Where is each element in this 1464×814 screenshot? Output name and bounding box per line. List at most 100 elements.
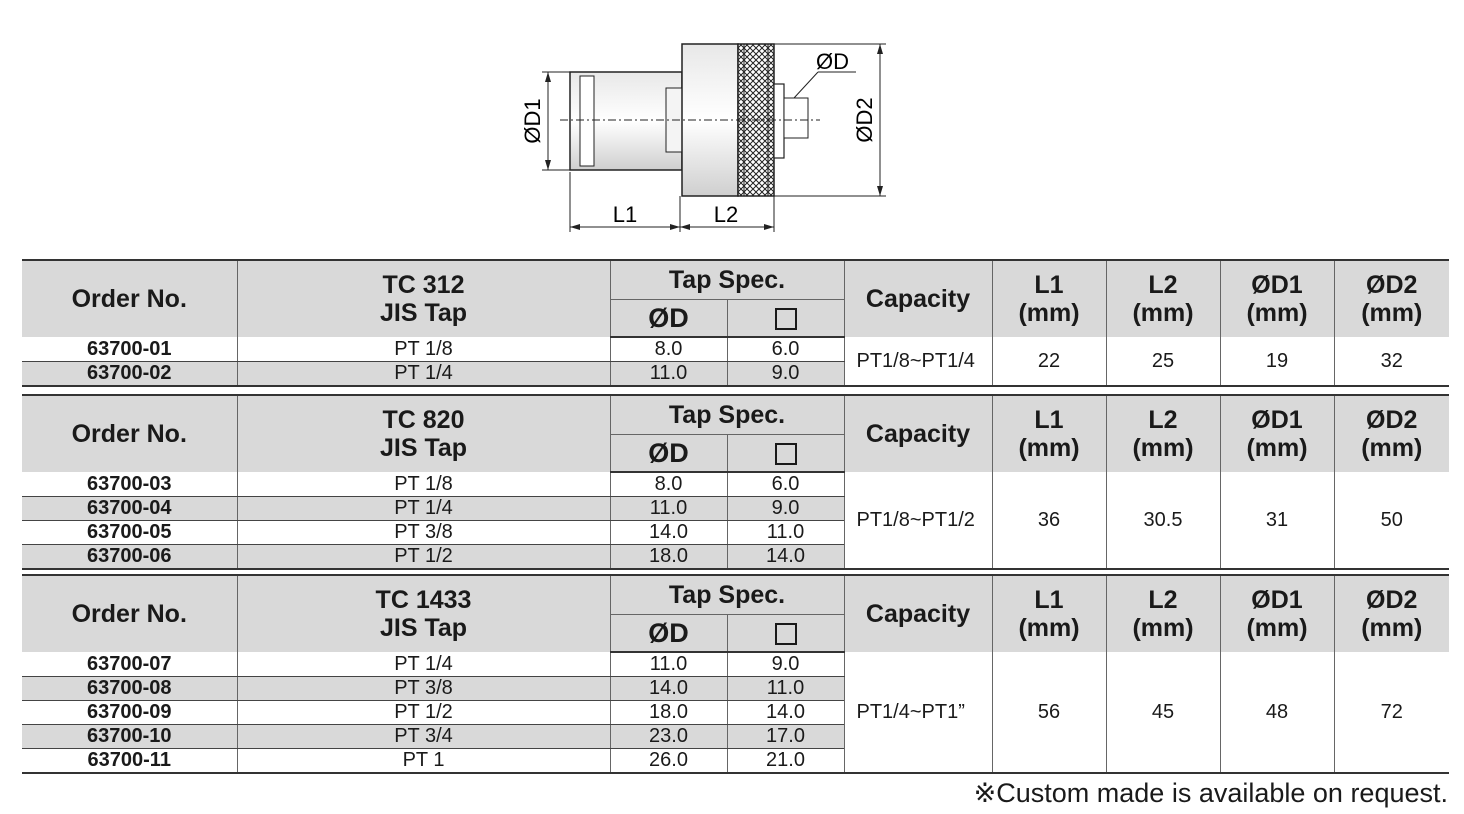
tap-holder-drawing: ØD1 ØD2 ØD L1 L2 xyxy=(520,43,886,232)
l1-value: 56 xyxy=(991,652,1106,774)
table-cell-tap: PT 1/8 xyxy=(236,337,610,362)
d2-label: ØD2 xyxy=(852,97,877,142)
square-header xyxy=(726,434,844,473)
table-cell-square: 6.0 xyxy=(726,472,844,497)
d2-value: 72 xyxy=(1333,652,1449,774)
table-cell-tap: PT 3/8 xyxy=(236,520,610,545)
table-cell-d: 11.0 xyxy=(609,496,727,521)
d2-header: ØD2(mm) xyxy=(1333,259,1449,337)
table-cell-tap: PT 1/2 xyxy=(236,700,610,725)
order-no-header: Order No. xyxy=(22,574,237,652)
tap-spec-header: Tap Spec. xyxy=(609,394,844,435)
d1-header: ØD1(mm) xyxy=(1219,259,1334,337)
order-no-header: Order No. xyxy=(22,259,237,337)
l1-value: 22 xyxy=(991,337,1106,387)
table-cell-square: 11.0 xyxy=(726,676,844,701)
jis-tap-label: JIS Tap xyxy=(379,614,468,642)
model-header: TC 820 JIS Tap xyxy=(236,394,610,472)
spec-table-tc1433: Order No. TC 1433 JIS Tap Tap Spec. Capa… xyxy=(22,574,1449,774)
table-cell-square: 9.0 xyxy=(726,652,844,677)
length-dimensions: L1 L2 xyxy=(569,172,775,232)
l1-label: L1 xyxy=(613,202,637,227)
table-cell-d: 14.0 xyxy=(609,520,727,545)
capacity-value: PT1/8~PT1/2 xyxy=(843,472,992,570)
phi-d-header: ØD xyxy=(609,614,727,653)
d2-dimension: ØD2 xyxy=(740,43,886,197)
square-icon xyxy=(774,443,797,466)
capacity-value: PT1/4~PT1” xyxy=(843,652,992,774)
square-icon xyxy=(774,623,797,646)
spec-table-tc312: Order No. TC 312 JIS Tap Tap Spec. Capac… xyxy=(22,259,1449,387)
l2-label: L2 xyxy=(714,202,738,227)
table-cell-d: 14.0 xyxy=(609,676,727,701)
table-row-order: 63700-07 xyxy=(22,652,237,677)
table-cell-d: 11.0 xyxy=(609,652,727,677)
table-cell-square: 9.0 xyxy=(726,496,844,521)
order-no-header: Order No. xyxy=(22,394,237,472)
d1-dimension: ØD1 xyxy=(520,71,572,171)
table-cell-square: 14.0 xyxy=(726,700,844,725)
table-cell-tap: PT 3/4 xyxy=(236,724,610,749)
table-cell-tap: PT 1/4 xyxy=(236,361,610,387)
table-row-order: 63700-08 xyxy=(22,676,237,701)
phi-d-header: ØD xyxy=(609,434,727,473)
table-cell-square: 11.0 xyxy=(726,520,844,545)
table-row-order: 63700-05 xyxy=(22,520,237,545)
d1-value: 48 xyxy=(1219,652,1334,774)
d2-header: ØD2(mm) xyxy=(1333,394,1449,472)
table-row-order: 63700-02 xyxy=(22,361,237,387)
table-cell-tap: PT 1 xyxy=(236,748,610,774)
capacity-header: Capacity xyxy=(843,259,992,337)
d2-value: 32 xyxy=(1333,337,1449,387)
capacity-header: Capacity xyxy=(843,574,992,652)
d1-header: ØD1(mm) xyxy=(1219,394,1334,472)
capacity-header: Capacity xyxy=(843,394,992,472)
d1-value: 31 xyxy=(1219,472,1334,570)
table-row-order: 63700-01 xyxy=(22,337,237,362)
l1-header: L1(mm) xyxy=(991,574,1106,652)
custom-order-note: ※Custom made is available on request. xyxy=(973,778,1448,808)
shank-body xyxy=(569,71,683,171)
table-cell-d: 18.0 xyxy=(609,544,727,570)
spec-table-tc820: Order No. TC 820 JIS Tap Tap Spec. Capac… xyxy=(22,394,1449,570)
jis-tap-label: JIS Tap xyxy=(379,299,468,327)
model-name: TC 312 xyxy=(382,271,465,299)
l2-header: L2(mm) xyxy=(1105,394,1220,472)
d-dimension: ØD xyxy=(793,49,856,99)
table-cell-square: 14.0 xyxy=(726,544,844,570)
table-row-order: 63700-03 xyxy=(22,472,237,497)
head-body xyxy=(681,43,809,197)
l1-value: 36 xyxy=(991,472,1106,570)
table-cell-d: 8.0 xyxy=(609,337,727,362)
capacity-value: PT1/8~PT1/4 xyxy=(843,337,992,387)
table-cell-tap: PT 1/4 xyxy=(236,496,610,521)
table-cell-d: 26.0 xyxy=(609,748,727,774)
table-cell-tap: PT 1/2 xyxy=(236,544,610,570)
model-name: TC 1433 xyxy=(375,586,472,614)
table-row-order: 63700-10 xyxy=(22,724,237,749)
d1-value: 19 xyxy=(1219,337,1334,387)
table-cell-d: 23.0 xyxy=(609,724,727,749)
table-cell-square: 9.0 xyxy=(726,361,844,387)
table-cell-d: 8.0 xyxy=(609,472,727,497)
table-row-order: 63700-04 xyxy=(22,496,237,521)
table-cell-d: 18.0 xyxy=(609,700,727,725)
tap-spec-header: Tap Spec. xyxy=(609,259,844,300)
phi-d-header: ØD xyxy=(609,299,727,338)
model-header: TC 1433 JIS Tap xyxy=(236,574,610,652)
table-cell-d: 11.0 xyxy=(609,361,727,387)
table-row-order: 63700-11 xyxy=(22,748,237,774)
square-header xyxy=(726,614,844,653)
d1-header: ØD1(mm) xyxy=(1219,574,1334,652)
jis-tap-label: JIS Tap xyxy=(379,434,468,462)
square-header xyxy=(726,299,844,338)
table-row-order: 63700-09 xyxy=(22,700,237,725)
l2-value: 45 xyxy=(1105,652,1220,774)
d-label: ØD xyxy=(816,49,849,74)
table-cell-square: 21.0 xyxy=(726,748,844,774)
table-cell-tap: PT 1/8 xyxy=(236,472,610,497)
l1-header: L1(mm) xyxy=(991,394,1106,472)
model-header: TC 312 JIS Tap xyxy=(236,259,610,337)
table-cell-square: 17.0 xyxy=(726,724,844,749)
model-name: TC 820 xyxy=(382,406,465,434)
